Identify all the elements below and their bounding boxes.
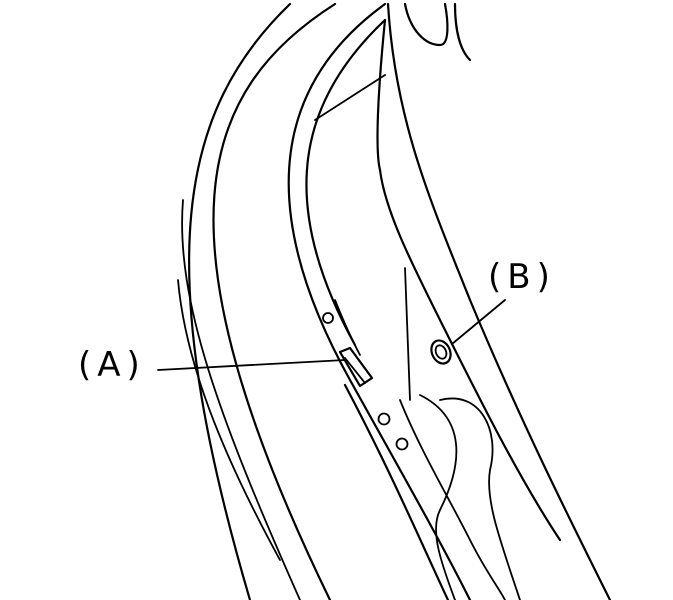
frame-outer-edge xyxy=(287,2,472,600)
callout-label-b: (B) xyxy=(488,257,556,297)
clip-a xyxy=(338,346,374,388)
pillar-inner-curve-2 xyxy=(439,397,521,600)
pillar-brace xyxy=(314,74,386,121)
pillar-line-3 xyxy=(378,168,562,542)
outer-panel-line xyxy=(212,2,337,600)
outer-panel-short-line xyxy=(177,279,281,561)
top-fold-curve xyxy=(403,2,449,47)
top-fold-edge xyxy=(453,2,472,62)
frame-hole-2 xyxy=(395,437,409,451)
outer-panel-inner-line xyxy=(181,199,301,600)
frame-inner-edge xyxy=(305,18,387,347)
pillar-line-1 xyxy=(376,18,387,172)
pillar-vertical xyxy=(404,267,411,401)
callout-label-a: (A) xyxy=(78,345,146,385)
frame-hole-1 xyxy=(377,412,391,426)
grommet-b xyxy=(430,339,452,365)
outer-body-curve xyxy=(187,2,292,600)
leader-line-a xyxy=(157,359,346,371)
pillar-inner-curve xyxy=(419,394,458,600)
pillar-line-2 xyxy=(386,2,612,600)
frame-lower-edge xyxy=(343,383,450,600)
frame-hole-upper xyxy=(322,312,334,324)
leader-line-b xyxy=(451,299,506,345)
frame-inner-lip xyxy=(334,299,361,356)
pillar-lower-line xyxy=(399,399,506,600)
